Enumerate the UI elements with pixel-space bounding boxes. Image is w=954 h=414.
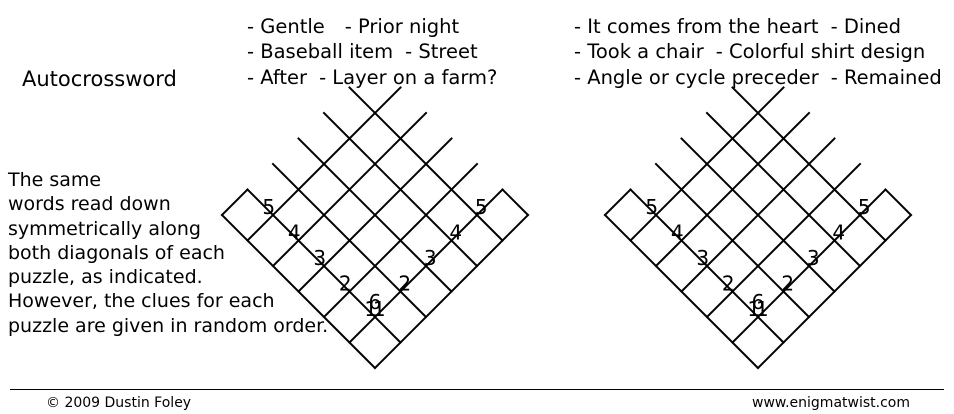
grid-number-label: 1 <box>756 297 769 321</box>
clue: - Remained <box>830 66 942 89</box>
grid-number-label: 5 <box>262 195 275 219</box>
instruction-line: puzzle, as indicated. <box>8 266 203 289</box>
clue: - Gentle <box>247 15 325 38</box>
grid-number-label: 2 <box>398 271 411 295</box>
grid-line <box>322 162 479 319</box>
grid-number-label: 2 <box>722 271 735 295</box>
grid-line <box>884 188 913 217</box>
instruction-line: However, the clues for each <box>8 290 275 313</box>
clue: - Prior night <box>344 15 460 38</box>
grid-number-label: 6 <box>752 290 765 314</box>
grid-number-label: 3 <box>313 246 326 270</box>
grid-line <box>348 188 504 344</box>
grid-number-label: 4 <box>449 220 462 244</box>
instructions: The same words read down symmetrically a… <box>8 168 328 338</box>
instruction-line: words read down <box>8 193 171 216</box>
grid-number-label: 4 <box>288 220 301 244</box>
grid-number-label: 2 <box>781 271 794 295</box>
footer-divider <box>10 389 944 390</box>
clue: - After <box>247 66 308 89</box>
website-text: www.enigmatwist.com <box>752 395 910 411</box>
instruction-line: symmetrically along <box>8 217 201 240</box>
clue: - Baseball item <box>247 40 394 63</box>
grid-line <box>680 137 836 293</box>
grid-line <box>297 137 453 293</box>
grid-line <box>654 111 811 268</box>
page-title: Autocrossword <box>22 67 177 91</box>
grid-line <box>603 188 632 217</box>
clue: - Colorful shirt design <box>715 40 926 63</box>
clue: - Street <box>405 40 478 63</box>
grid-line <box>220 188 249 217</box>
right-clue-row-1: - It comes from the heart - Dined <box>574 15 901 39</box>
grid-line <box>756 213 913 370</box>
clue: - It comes from the heart <box>574 15 819 38</box>
grid-line <box>629 86 785 242</box>
grid-number-label: 5 <box>645 195 658 219</box>
grid-number-label: 4 <box>671 220 684 244</box>
grid-number-label: 3 <box>807 246 820 270</box>
clue: - Angle or cycle preceder <box>574 66 819 89</box>
clue: - Layer on a farm? <box>319 66 498 89</box>
instruction-line: both diagonals of each <box>8 241 225 264</box>
clue: - Took a chair <box>574 40 704 63</box>
instruction-line: puzzle are given in random order. <box>8 314 329 337</box>
grid-line <box>705 162 862 319</box>
left-clue-row-3: - After - Layer on a farm? <box>247 66 497 90</box>
left-clue-row-1: - Gentle - Prior night <box>247 15 459 39</box>
instruction-line: The same <box>8 169 102 191</box>
grid-line <box>271 111 428 268</box>
grid-line <box>246 86 402 242</box>
grid-line <box>501 188 530 217</box>
grid-number-label: 1 <box>373 297 386 321</box>
copyright-text: © 2009 Dustin Foley <box>46 395 192 411</box>
grid-number-label: 5 <box>475 195 488 219</box>
grid-number-label: 3 <box>696 246 709 270</box>
grid-number-label: 6 <box>369 290 382 314</box>
grid-number-label: 2 <box>339 271 352 295</box>
left-clue-row-2: - Baseball item - Street <box>247 40 478 64</box>
grid-line <box>731 188 887 344</box>
grid-number-label: 4 <box>832 220 845 244</box>
grid-number-label: 1 <box>364 297 377 321</box>
right-clue-row-3: - Angle or cycle preceder - Remained <box>574 66 942 90</box>
clue: - Dined <box>830 15 901 38</box>
grid-number-label: 5 <box>858 195 871 219</box>
grid-number-label: 3 <box>424 246 437 270</box>
grid-line <box>373 213 530 370</box>
grid-number-label: 1 <box>747 297 760 321</box>
right-clue-row-2: - Took a chair - Colorful shirt design <box>574 40 925 64</box>
